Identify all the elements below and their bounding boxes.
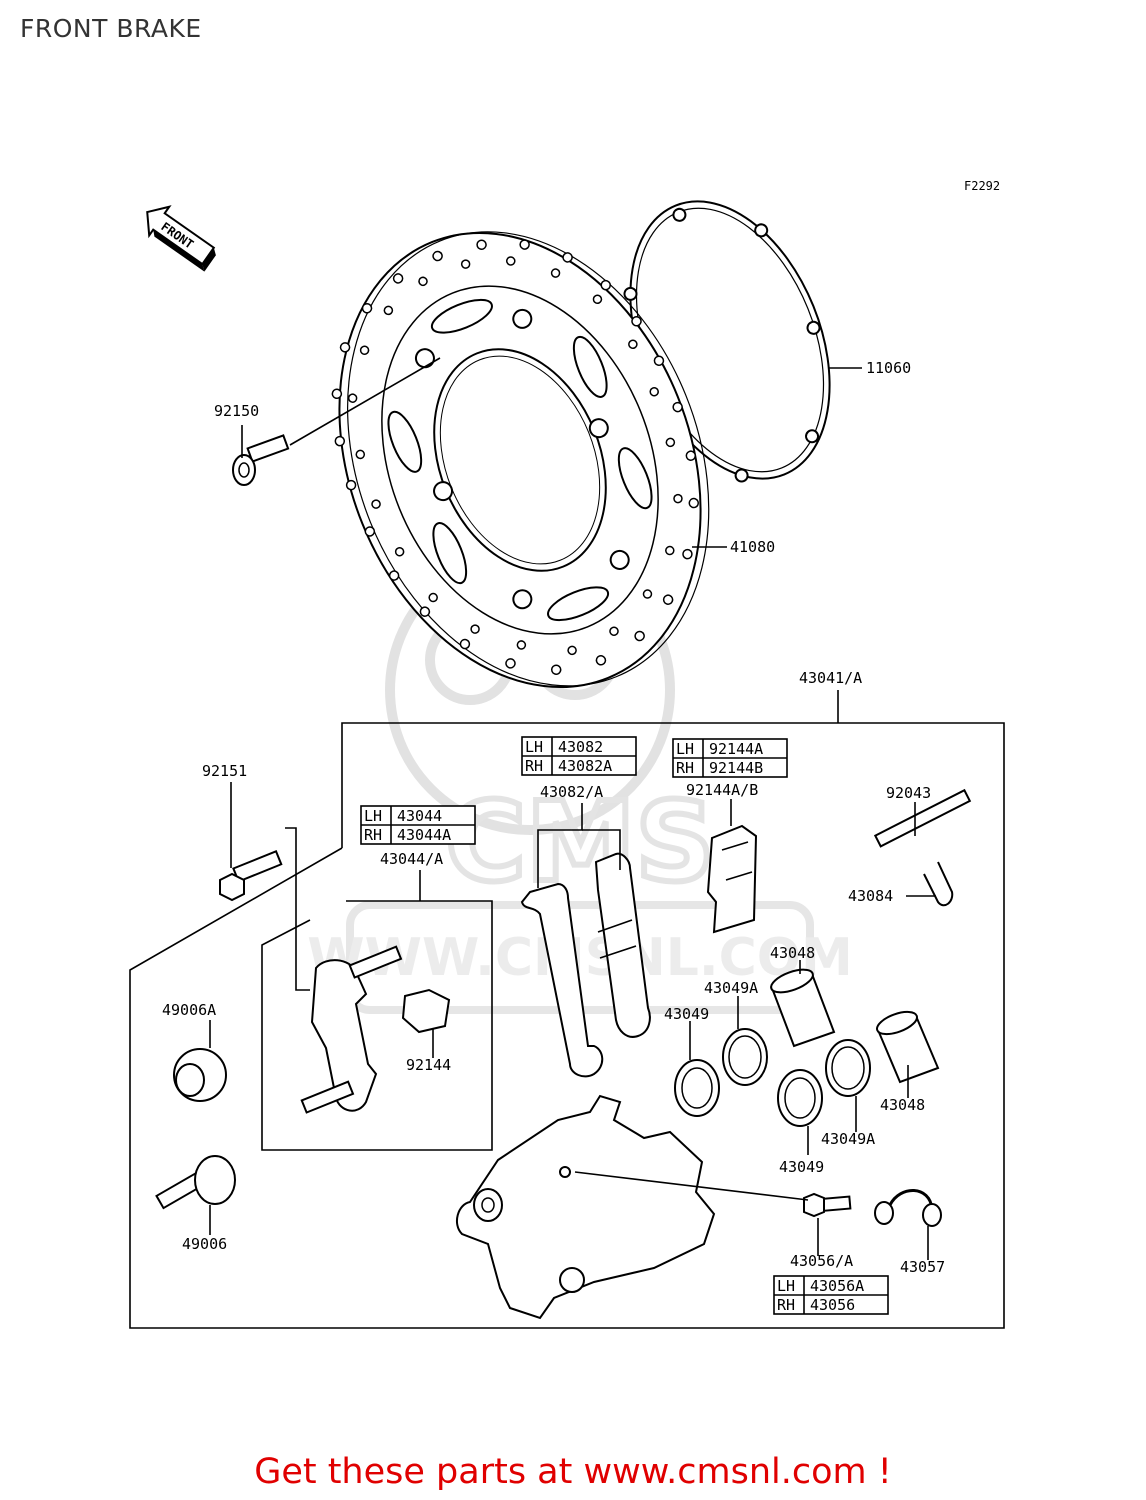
label-43049-lower: 43049 xyxy=(779,1158,824,1176)
t92144-lh-value: 92144A xyxy=(709,740,763,758)
t43056-rh-label: RH xyxy=(777,1296,795,1314)
footer-cta-link[interactable]: Get these parts at www.cmsnl.com ! xyxy=(254,1452,892,1492)
t43056-rh-value: 43056 xyxy=(810,1296,855,1314)
t43044-rh-value: 43044A xyxy=(397,826,451,844)
seal-43049-upper xyxy=(674,1059,720,1117)
label-92144ab: 92144A/B xyxy=(686,781,758,799)
dust-boot-49006a xyxy=(173,1048,227,1102)
t43056-lh-label: LH xyxy=(777,1277,795,1295)
label-43044: 43044/A xyxy=(380,850,443,868)
table-92144: LH 92144A RH 92144B xyxy=(672,738,788,778)
t92144-lh-label: LH xyxy=(676,740,694,758)
label-92043: 92043 xyxy=(886,784,931,802)
bleed-cap-43057 xyxy=(874,1189,942,1227)
pad-spring-92144 xyxy=(401,988,451,1034)
table-43082: LH 43082 RH 43082A xyxy=(521,736,637,776)
label-92150: 92150 xyxy=(214,402,259,420)
label-43049a-lower: 43049A xyxy=(821,1130,875,1148)
retaining-clip-43084 xyxy=(923,861,954,907)
caliper-bracket-43044 xyxy=(300,945,403,1114)
label-43041: 43041/A xyxy=(799,669,862,687)
bracket-frame xyxy=(261,900,493,1151)
piston-43048-lower xyxy=(876,1010,940,1084)
t43082-lh-label: LH xyxy=(525,738,543,756)
label-49006a: 49006A xyxy=(162,1001,216,1019)
t43044-lh-value: 43044 xyxy=(397,807,442,825)
t43044-rh-label: RH xyxy=(364,826,382,844)
label-92144: 92144 xyxy=(406,1056,451,1074)
label-92151: 92151 xyxy=(202,762,247,780)
t43056-lh-value: 43056A xyxy=(810,1277,864,1295)
label-43049-upper: 43049 xyxy=(664,1005,709,1023)
table-43044: LH 43044 RH 43044A xyxy=(360,805,476,845)
seal-43049a-upper xyxy=(722,1028,768,1086)
slide-pin-49006 xyxy=(155,1155,236,1210)
label-49006: 49006 xyxy=(182,1235,227,1253)
label-43084: 43084 xyxy=(848,887,893,905)
t43082-rh-label: RH xyxy=(525,757,543,775)
label-43048-lower: 43048 xyxy=(880,1096,925,1114)
label-41080: 41080 xyxy=(730,538,775,556)
brake-disc-41080 xyxy=(331,231,710,689)
t43044-lh-label: LH xyxy=(364,807,382,825)
seal-43049-lower xyxy=(777,1069,823,1127)
bleed-valve-43056 xyxy=(803,1192,852,1218)
label-43056: 43056/A xyxy=(790,1252,853,1270)
t43082-rh-value: 43082A xyxy=(558,757,612,775)
watermark-logo-text: CMS xyxy=(445,778,714,906)
caliper-body xyxy=(455,1094,716,1320)
t92144-rh-value: 92144B xyxy=(709,759,763,777)
table-43056: LH 43056A RH 43056 xyxy=(773,1275,889,1315)
t43082-lh-value: 43082 xyxy=(558,738,603,756)
caliper-assembly-frame xyxy=(129,722,1005,1329)
piston-43048-upper xyxy=(770,968,836,1048)
brake-pads-43082 xyxy=(520,852,651,1078)
label-11060: 11060 xyxy=(866,359,911,377)
pad-pin-92043 xyxy=(873,788,972,848)
label-43082: 43082/A xyxy=(540,783,603,801)
disc-bolt-92150 xyxy=(232,434,290,486)
figure-code: F2292 xyxy=(964,179,1000,193)
pin-bolt-92151 xyxy=(219,849,283,902)
label-43049a-upper: 43049A xyxy=(704,979,758,997)
label-43048-upper: 43048 xyxy=(770,944,815,962)
pad-shims-92144ab xyxy=(706,824,758,934)
seal-43049a-lower xyxy=(825,1039,871,1097)
label-43057: 43057 xyxy=(900,1258,945,1276)
t92144-rh-label: RH xyxy=(676,759,694,777)
page-title: FRONT BRAKE xyxy=(20,14,202,43)
front-arrow-icon: FRONT xyxy=(146,205,216,272)
